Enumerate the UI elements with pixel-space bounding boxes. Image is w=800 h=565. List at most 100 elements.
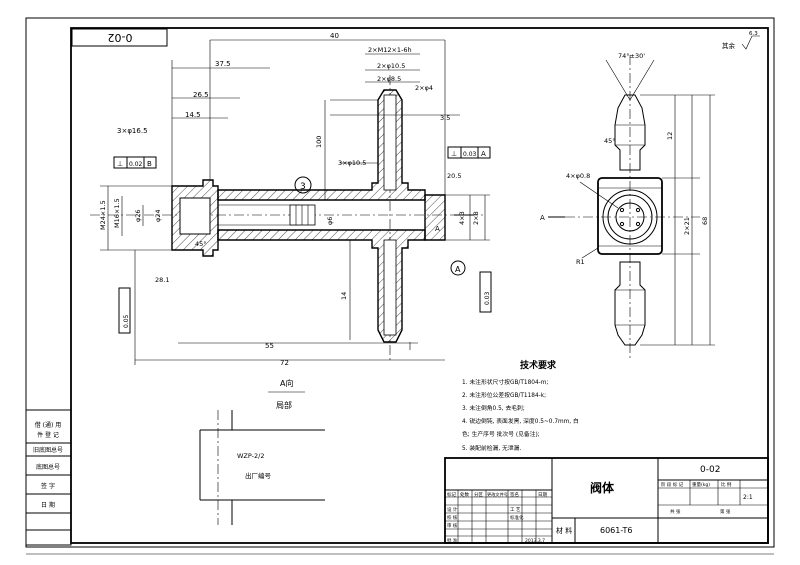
dim-2x8-5: 2×φ8.5 xyxy=(377,75,401,83)
dim-55: 55 xyxy=(265,342,274,350)
dim-2x8: 2×8 xyxy=(472,211,480,225)
dim-45deg: 45° xyxy=(195,240,207,248)
tech-req-item: 2. 未注形位公差按GB/T1184-k; xyxy=(462,391,546,399)
dim-14-5: 14.5 xyxy=(185,111,201,119)
view-label: A向 xyxy=(280,378,293,388)
svg-text:重量(kg): 重量(kg) xyxy=(692,481,710,488)
dim-40: 40 xyxy=(330,32,339,40)
dim-72: 72 xyxy=(280,359,289,367)
svg-text:处数: 处数 xyxy=(460,491,469,498)
drawing-code-rotated: 0-02 xyxy=(108,31,133,44)
side-col-item: 签 字 xyxy=(41,482,55,490)
dim-d24: φ24 xyxy=(154,209,162,222)
marking-line2: 出厂编号 xyxy=(245,471,272,480)
marking-view: A向 局部 WZP-2/2 出厂编号 xyxy=(199,378,325,525)
dim-d6: φ6 xyxy=(326,217,334,225)
datum-a xyxy=(450,260,466,276)
svg-text:工 艺: 工 艺 xyxy=(510,507,521,513)
datum-a-label: A xyxy=(455,265,461,274)
svg-text:其余: 其余 xyxy=(722,41,736,50)
dim-28-1: 28.1 xyxy=(155,276,169,284)
svg-text:阶 段 标 记: 阶 段 标 记 xyxy=(661,481,684,488)
dim-3-5: 3.5 xyxy=(440,114,450,122)
dim-3x10-5: 3×φ10.5 xyxy=(338,159,366,167)
tech-req-item: 3. 未注倒角0.5, 去毛刺; xyxy=(462,404,525,412)
dim-2x4: 2×φ4 xyxy=(415,84,433,92)
svg-text:设 计: 设 计 xyxy=(447,506,458,513)
arrow-a: A xyxy=(435,225,440,233)
dim-4x3: 4×3 xyxy=(458,211,466,225)
side-arrow-a: A xyxy=(540,214,545,222)
dim-m24: M24×1.5 xyxy=(99,200,107,230)
dim-12: 12 xyxy=(666,132,674,140)
scale-value: 2:1 xyxy=(743,494,753,501)
title-code: 0-02 xyxy=(700,465,720,475)
svg-text:第 张: 第 张 xyxy=(720,508,731,515)
svg-text:校 核: 校 核 xyxy=(447,514,458,521)
dim-2x10-5: 2×φ10.5 xyxy=(377,62,405,70)
dim-20-5: 20.5 xyxy=(447,172,461,180)
part-name: 阀体 xyxy=(590,480,615,495)
side-column: 借 (通) 用 件 登 记 旧底图总号 底图总号 签 字 日 期 xyxy=(25,409,72,546)
title-block: 标记 处数 分区 更改文件号 签名 日期 设 计 校 核 审 核 批 准 工 艺… xyxy=(444,457,769,544)
side-view: 74°±30' 2×21 68 12 4×φ0.8 45° R1 A xyxy=(540,52,715,360)
svg-text:共 张: 共 张 xyxy=(670,508,681,515)
tech-req-item: 5. 装配前检漏, 无泄漏. xyxy=(462,444,521,452)
dim-r1: R1 xyxy=(576,258,585,266)
dim-100: 100 xyxy=(315,136,323,148)
svg-text:⊥: ⊥ xyxy=(451,150,457,158)
svg-text:6.3: 6.3 xyxy=(749,31,758,37)
gdt-frame-left-vert: 0.05 xyxy=(118,287,131,334)
svg-text:0.05: 0.05 xyxy=(123,314,130,328)
dim-74deg: 74°±30' xyxy=(618,52,645,60)
view-sub: 局部 xyxy=(276,400,292,410)
dim-37-5: 37.5 xyxy=(215,60,231,68)
svg-text:日期: 日期 xyxy=(538,492,547,498)
svg-text:批 准: 批 准 xyxy=(447,537,458,544)
svg-text:0.03: 0.03 xyxy=(484,291,491,305)
svg-text:更改文件号: 更改文件号 xyxy=(487,491,508,498)
dim-68: 68 xyxy=(701,217,709,225)
dim-14: 14 xyxy=(340,292,348,300)
svg-text:⊥: ⊥ xyxy=(117,160,123,168)
surface-roughness: 其余 6.3 xyxy=(722,31,760,50)
drawing-frame xyxy=(70,27,769,544)
dim-d26: φ26 xyxy=(134,209,142,222)
code-box xyxy=(71,28,168,47)
callout-3 xyxy=(294,176,312,194)
material-label: 材 料 xyxy=(556,526,572,535)
svg-text:0.03: 0.03 xyxy=(463,151,477,158)
svg-text:审 核: 审 核 xyxy=(447,522,458,529)
marking-line1: WZP-2/2 xyxy=(237,452,264,460)
section-view: 40 37.5 26.5 14.5 3×φ16.5 2×M12×1-6h 2×φ… xyxy=(90,32,492,367)
dim-26-5: 26.5 xyxy=(193,91,209,99)
gdt-frame-right-vert: 0.03 xyxy=(479,271,492,313)
side-col-item: 底图总号 xyxy=(36,463,60,471)
tech-req-item: 1. 未注形状尺寸按GB/T1804-m; xyxy=(462,378,548,386)
svg-text:分区: 分区 xyxy=(474,491,483,498)
dim-45deg-side: 45° xyxy=(604,137,616,145)
svg-text:A: A xyxy=(481,150,486,158)
sheet-border xyxy=(25,17,775,548)
dim-2x21: 2×21 xyxy=(683,217,691,235)
svg-text:标记: 标记 xyxy=(447,491,456,498)
tech-req-item: 色; 生产序号 批次号 (见备注); xyxy=(462,430,540,438)
title-date: 2013.3.7 xyxy=(525,538,545,544)
side-col-item: 日 期 xyxy=(41,501,55,509)
material-value: 6061-T6 xyxy=(600,526,633,535)
svg-text:标准化: 标准化 xyxy=(510,514,524,521)
tech-req-title: 技术要求 xyxy=(520,359,557,371)
svg-text:0.02: 0.02 xyxy=(129,161,143,168)
svg-text:比 例: 比 例 xyxy=(721,481,732,488)
dim-m16: M16×1.5 xyxy=(113,198,121,228)
gdt-frame-a: ⊥ 0.03 A xyxy=(447,146,491,159)
side-col-item: 件 登 记 xyxy=(37,431,59,439)
dim-2xm12: 2×M12×1-6h xyxy=(368,46,412,54)
callout-3-label: 3 xyxy=(300,182,306,192)
side-col-item: 旧底图总号 xyxy=(33,446,63,454)
svg-text:B: B xyxy=(147,160,152,168)
dim-4x0-8: 4×φ0.8 xyxy=(566,172,590,180)
gdt-frame-b: ⊥ 0.02 B xyxy=(113,156,157,169)
side-col-item: 借 (通) 用 xyxy=(35,421,62,429)
